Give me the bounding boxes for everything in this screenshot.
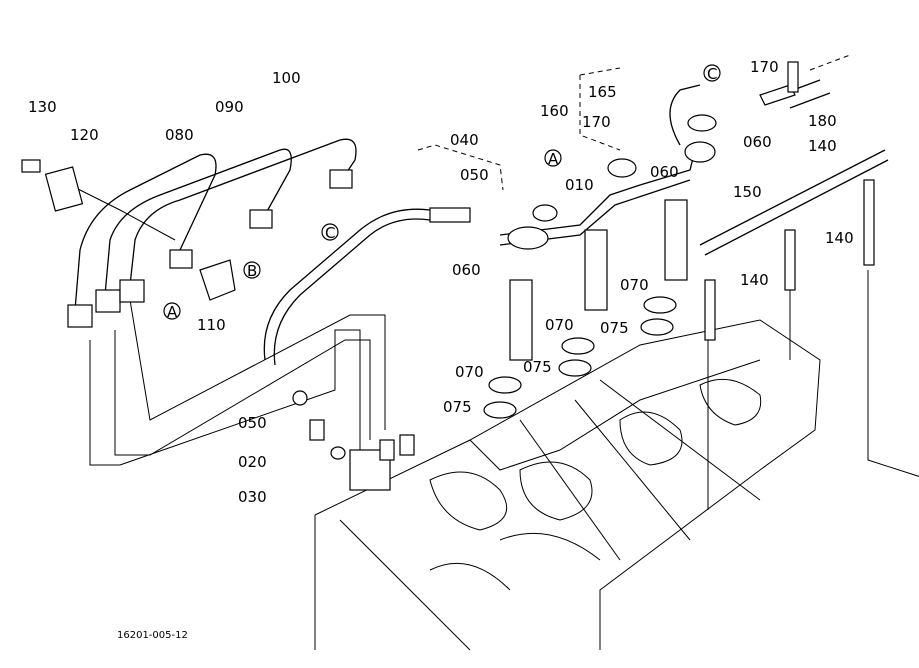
label-060: 060 — [743, 133, 772, 151]
label-030: 030 — [238, 488, 267, 506]
label-170: 170 — [750, 58, 779, 76]
label-050: 050 — [460, 166, 489, 184]
cylinder-head-drawing — [314, 319, 821, 651]
drawing-code: 16201-005-12 — [117, 630, 188, 641]
label-150: 150 — [733, 183, 762, 201]
label-075: 075 — [523, 358, 552, 376]
marker-b: B — [247, 262, 257, 280]
label-070: 070 — [545, 316, 574, 334]
label-120: 120 — [70, 126, 99, 144]
injection-pipes — [74, 79, 889, 366]
label-070: 070 — [620, 276, 649, 294]
label-165: 165 — [588, 83, 617, 101]
label-140: 140 — [740, 271, 769, 289]
label-140: 140 — [825, 229, 854, 247]
marker-a: A — [548, 150, 559, 168]
label-180: 180 — [808, 112, 837, 130]
label-170: 170 — [582, 113, 611, 131]
label-090: 090 — [215, 98, 244, 116]
reference-markers: A A B C C — [163, 64, 721, 321]
part-labels: 130 120 080 090 100 040 050 010 060 060 … — [28, 58, 854, 506]
marker-c: C — [707, 65, 717, 83]
marker-a: A — [167, 303, 178, 321]
label-050: 050 — [238, 414, 267, 432]
label-070: 070 — [455, 363, 484, 381]
label-060: 060 — [452, 261, 481, 279]
label-010: 010 — [565, 176, 594, 194]
label-130: 130 — [28, 98, 57, 116]
parts — [21, 61, 875, 491]
label-040: 040 — [450, 131, 479, 149]
marker-c: C — [325, 224, 335, 242]
label-075: 075 — [600, 319, 629, 337]
label-075: 075 — [443, 398, 472, 416]
label-020: 020 — [238, 453, 267, 471]
label-160: 160 — [540, 102, 569, 120]
leader-lines — [59, 54, 919, 561]
label-080: 080 — [165, 126, 194, 144]
label-060: 060 — [650, 163, 679, 181]
label-100: 100 — [272, 69, 301, 87]
label-110: 110 — [197, 316, 226, 334]
label-140: 140 — [808, 137, 837, 155]
